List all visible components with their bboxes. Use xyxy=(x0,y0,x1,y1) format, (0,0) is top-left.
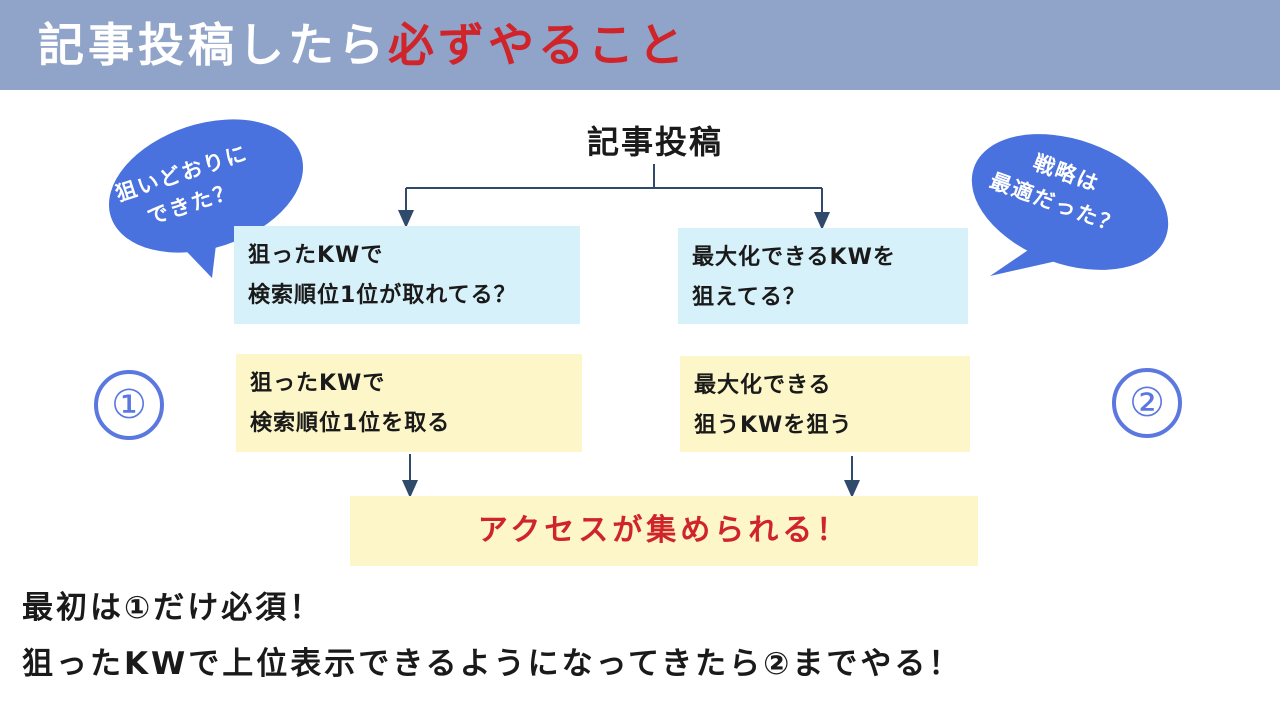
right-speech-bubble xyxy=(971,134,1169,276)
right-action-line-1: 最大化できる xyxy=(694,373,832,398)
left-action-box: 狙ったKWで 検索順位1位を取る xyxy=(236,354,582,452)
left-question-line-1: 狙ったKWで xyxy=(248,243,384,268)
left-question-box: 狙ったKWで 検索順位1位が取れてる？ xyxy=(234,226,580,324)
tree-connector xyxy=(398,164,830,230)
right-question-line-2: 狙えてる？ xyxy=(692,285,806,310)
right-action-box: 最大化できる 狙うKWを狙う xyxy=(680,356,970,452)
marker-2: ② xyxy=(1112,368,1182,438)
page-title: 記事投稿したら必ずやること xyxy=(38,14,688,76)
left-question-line-2: 検索順位1位が取れてる？ xyxy=(248,283,517,308)
title-part-2-highlight: 必ずやること xyxy=(388,18,688,72)
footer-line-2: 狙ったKWで上位表示できるようになってきたら②までやる！ xyxy=(22,646,963,682)
footer-line-1: 最初は①だけ必須！ xyxy=(22,590,324,626)
right-question-box: 最大化できるKWを 狙えてる？ xyxy=(678,228,968,324)
header-bar: 記事投稿したら必ずやること xyxy=(0,0,1280,90)
result-arrows xyxy=(402,454,860,498)
marker-1: ① xyxy=(94,370,164,440)
root-node-label: 記事投稿 xyxy=(586,123,723,161)
right-question-line-1: 最大化できるKWを xyxy=(692,245,896,270)
right-action-line-2: 狙うKWを狙う xyxy=(694,413,853,438)
left-action-line-2: 検索順位1位を取る xyxy=(250,411,451,436)
left-speech-bubble xyxy=(108,119,304,278)
result-box: アクセスが集められる！ xyxy=(350,496,978,566)
left-action-line-1: 狙ったKWで xyxy=(250,371,386,396)
title-part-1: 記事投稿したら xyxy=(38,18,388,72)
